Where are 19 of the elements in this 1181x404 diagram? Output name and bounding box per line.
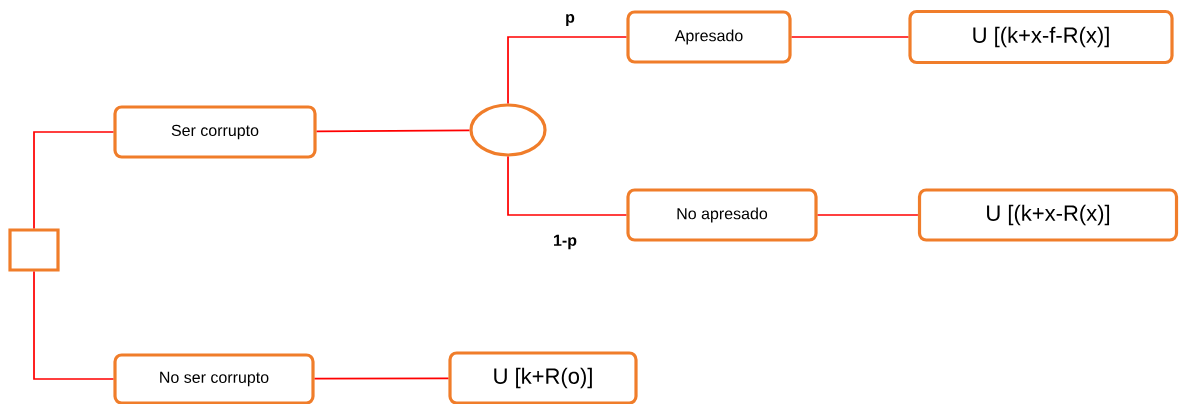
connector-line	[507, 155, 628, 216]
process-box: No apresado	[626, 188, 818, 242]
chance-circle	[469, 103, 547, 157]
connector-line	[507, 36, 628, 105]
decision-square	[8, 228, 60, 272]
connector-line	[816, 214, 919, 216]
outcome-box: U [(k+x-f-R(x)]	[908, 9, 1174, 65]
edge-label: 1-p	[551, 233, 579, 251]
process-box: Ser corrupto	[113, 105, 317, 159]
connector-line	[315, 129, 471, 133]
outcome-box: U [k+R(o)]	[448, 351, 638, 404]
outcome-box: U [(k+x-R(x)]	[917, 188, 1179, 242]
edge-label: p	[563, 12, 577, 28]
connector-line	[790, 36, 910, 38]
connector-line	[313, 377, 450, 380]
connector-line	[33, 270, 115, 380]
process-box: No ser corrupto	[113, 353, 315, 404]
process-box: Apresado	[626, 10, 792, 64]
connector-line	[33, 131, 115, 230]
